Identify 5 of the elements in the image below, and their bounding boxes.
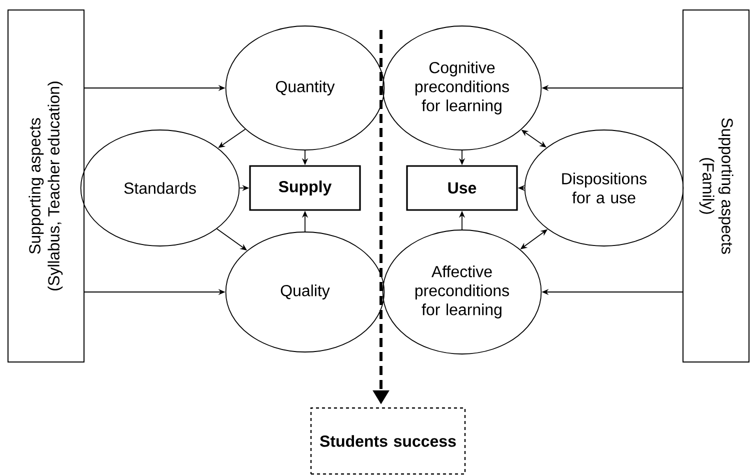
process-box: Supply: [249, 165, 361, 211]
process-box: Use: [406, 165, 518, 211]
side-box: Supporting aspects (Syllabus, Teacher education): [8, 10, 84, 362]
side-box: Supporting aspects (Family): [682, 10, 750, 362]
dashed-box: Students success: [310, 407, 466, 475]
